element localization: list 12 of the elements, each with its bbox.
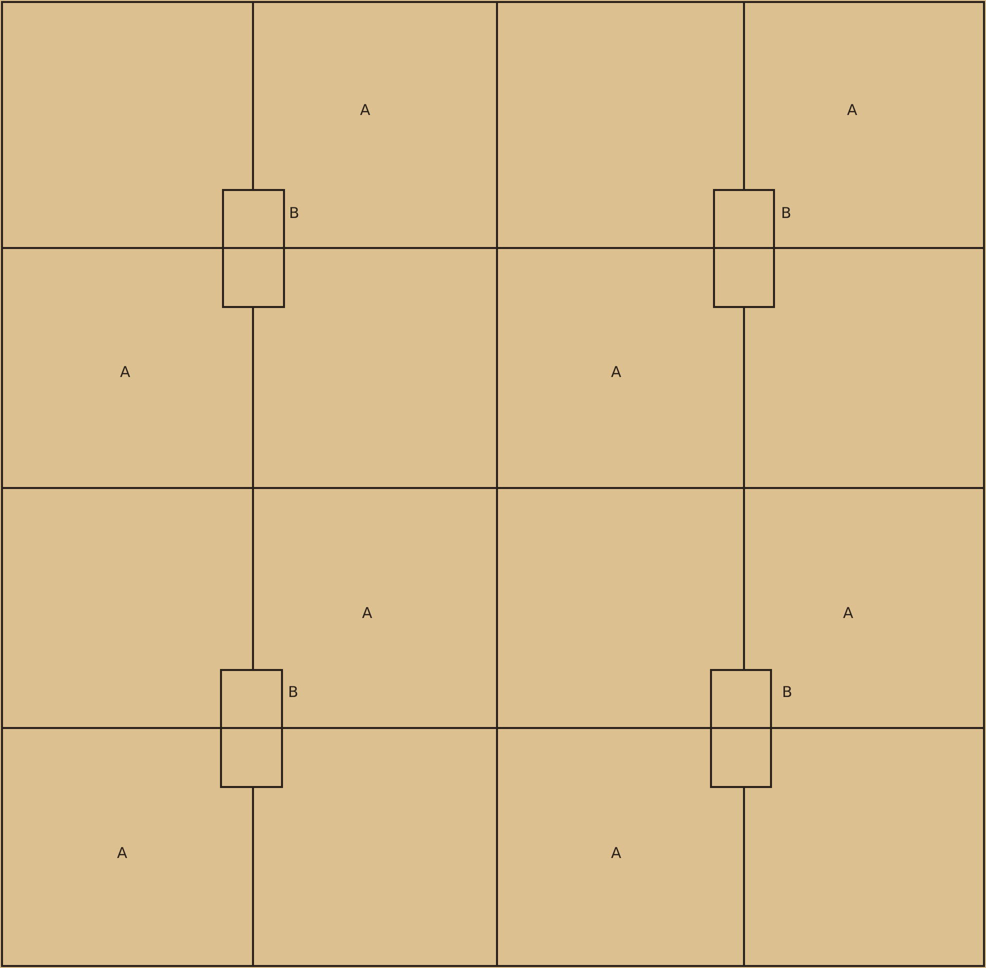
part-label: B [782, 685, 792, 700]
part-label: A [847, 103, 858, 118]
part-label: A [120, 365, 130, 380]
part-label: A [117, 846, 128, 861]
part-label: A [360, 103, 370, 118]
part-label: A [843, 606, 854, 621]
part-label: B [781, 206, 792, 221]
part-label: A [362, 606, 372, 621]
part-label: B [289, 206, 300, 221]
part-label: B [288, 685, 298, 700]
part-label: A [611, 846, 622, 861]
part-label: A [611, 365, 622, 380]
